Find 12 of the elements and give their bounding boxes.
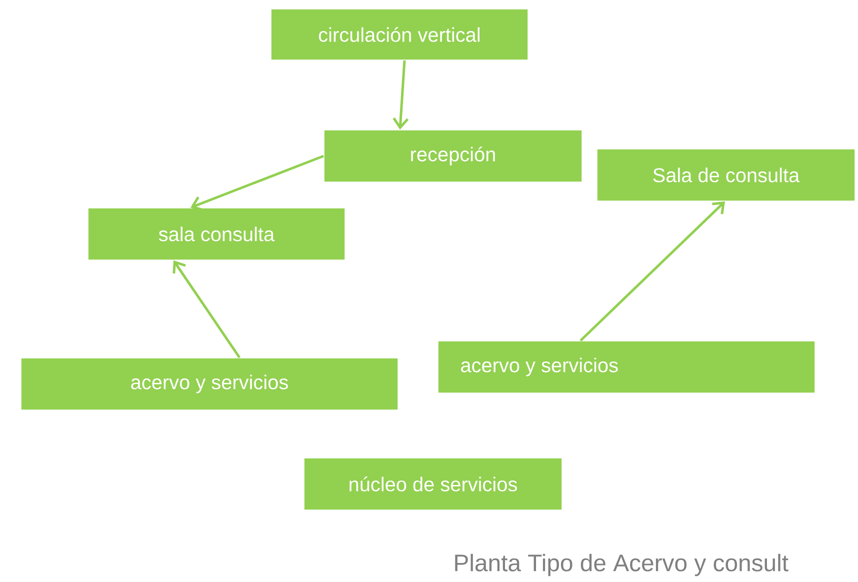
process-box: acervo y servicios <box>438 340 816 394</box>
process-box: núcleo de servicios <box>304 458 562 510</box>
process-box: Sala de consulta <box>596 148 856 202</box>
arrow <box>392 60 409 130</box>
caption: Planta Tipo de Acervo y consult <box>455 554 788 576</box>
arrow <box>580 201 725 342</box>
process-box: recepción <box>324 130 582 182</box>
process-box: sala consulta <box>88 208 346 260</box>
process-box: acervo y servicios <box>20 358 398 410</box>
arrow <box>190 154 324 212</box>
arrow <box>172 260 241 358</box>
process-box: circulación vertical <box>270 8 528 60</box>
